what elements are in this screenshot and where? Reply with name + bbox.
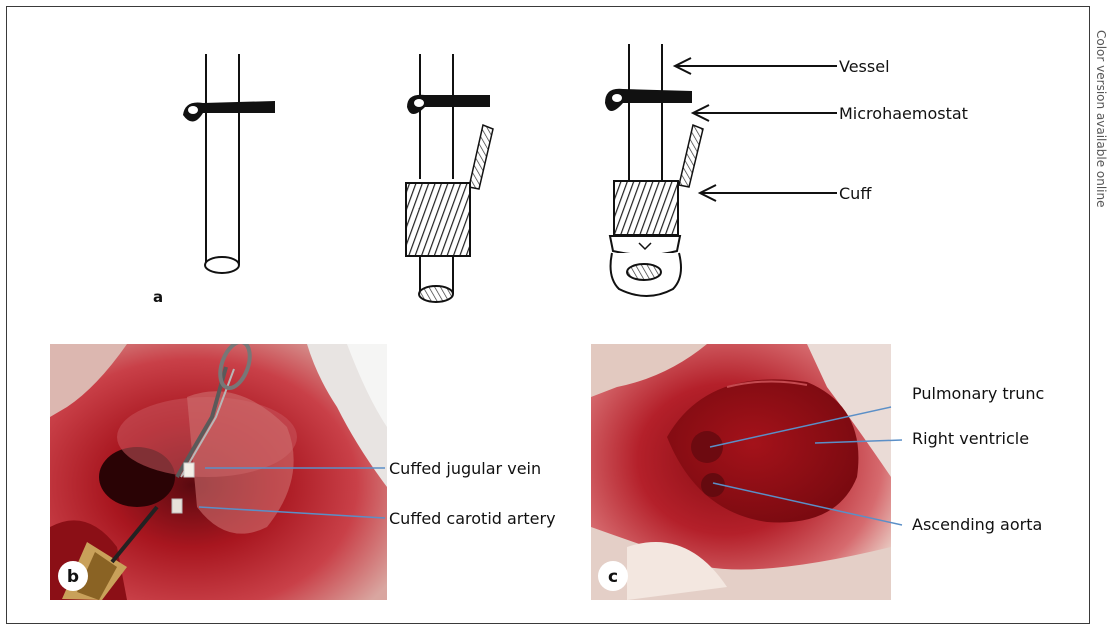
jugular-label: Cuffed jugular vein <box>389 459 541 478</box>
panel-b-photo <box>50 338 387 600</box>
figure-canvas: Vessel Microhaemostat Cuff a b Cuffed ju… <box>7 7 1091 625</box>
color-version-text: Color version available online <box>1094 30 1108 208</box>
panel-a-letter: a <box>153 288 163 306</box>
panel-a-drawing-1 <box>183 54 275 273</box>
panel-b-letter: b <box>67 567 79 587</box>
carotid-label: Cuffed carotid artery <box>389 509 556 528</box>
vessel-arrow <box>675 58 837 74</box>
cuff-arrow <box>700 185 837 201</box>
microhaemostat-arrow <box>693 105 837 121</box>
panel-a-drawing-3 <box>605 44 703 296</box>
ventricle-label: Right ventricle <box>912 429 1029 448</box>
aorta-label: Ascending aorta <box>912 515 1042 534</box>
color-version-note: Color version available online <box>1092 30 1114 270</box>
panel-c-photo <box>591 344 891 600</box>
pulmonary-label: Pulmonary trunc <box>912 384 1044 403</box>
vessel-label: Vessel <box>839 57 890 76</box>
panel-c-letter: c <box>608 567 618 587</box>
panel-a-drawing-2 <box>406 54 493 302</box>
cuff-label: Cuff <box>839 184 872 203</box>
microhaemostat-label: Microhaemostat <box>839 104 968 123</box>
figure-frame: Vessel Microhaemostat Cuff a b Cuffed ju… <box>6 6 1090 624</box>
